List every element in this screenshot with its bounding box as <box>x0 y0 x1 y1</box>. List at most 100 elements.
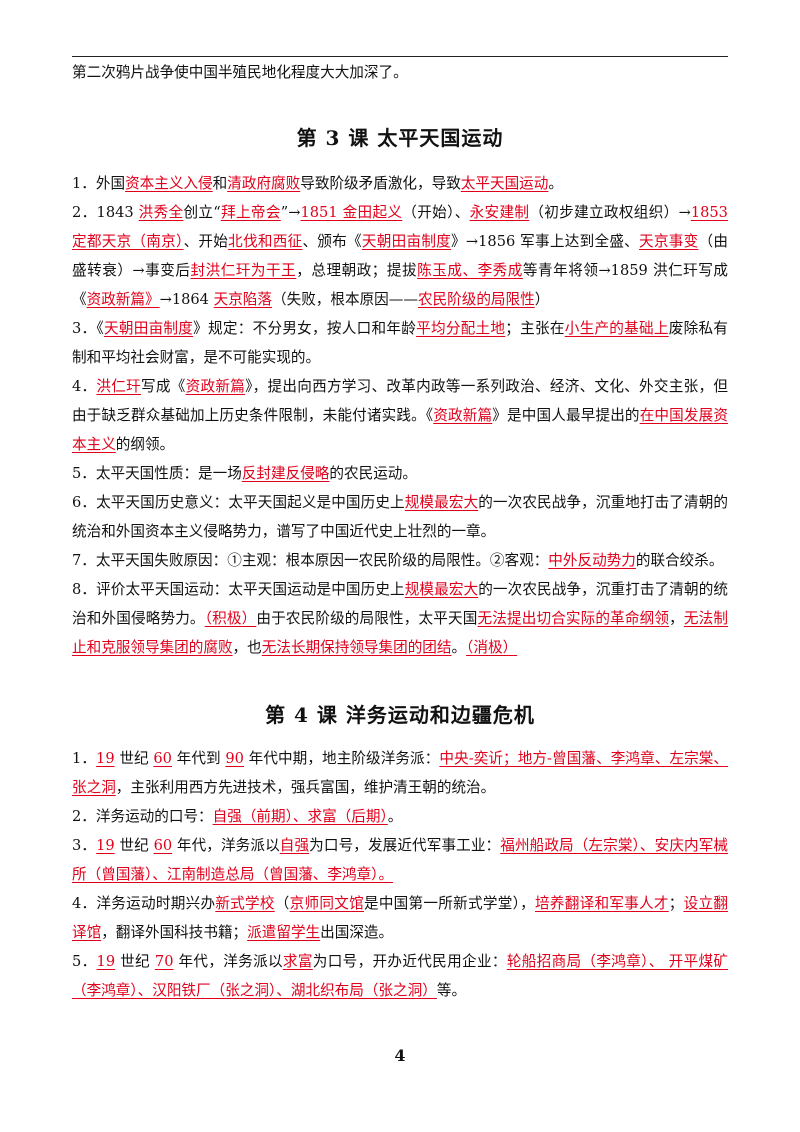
keyword-highlight: 自强（前期）、求富（后期） <box>212 808 388 825</box>
keyword-highlight: 资本主义入侵 <box>125 175 213 192</box>
text-run: 2．1843 <box>72 204 139 221</box>
text-run: ） <box>534 291 550 308</box>
keyword-highlight: 新式学校 <box>215 895 275 912</box>
text-run: ，主张利用西方先进技术，强兵富国，维护清王朝的统治。 <box>115 779 496 796</box>
text-run: 世纪 <box>114 837 154 854</box>
text-run: 。 <box>387 808 403 825</box>
text-run: ， <box>669 610 684 627</box>
text-run: 3． <box>72 837 97 854</box>
text-run: （初步建立政权组织）→ <box>529 204 691 221</box>
keyword-highlight: 90 <box>225 750 244 767</box>
text-run: 4． <box>72 378 97 395</box>
keyword-highlight: 70 <box>154 953 174 970</box>
keyword-highlight: 60 <box>153 837 173 854</box>
text-run: 由于农民阶级的局限性，太平天国 <box>256 610 478 627</box>
page-number: 4 <box>394 1046 406 1065</box>
keyword-highlight: （积极） <box>204 610 257 627</box>
keyword-highlight: 派遣留学生 <box>247 924 321 941</box>
list-item: 4．洪仁玕写成《资政新篇》，提出向西方学习、改革内政等一系列政治、经济、文化、外… <box>72 372 728 459</box>
text-run: 。 <box>548 175 563 192</box>
text-run: ； <box>668 895 684 912</box>
text-run: 1． <box>72 750 97 767</box>
keyword-highlight: 京师同文馆 <box>289 895 364 912</box>
text-run: 6．太平天国历史意义：太平天国起义是中国历史上 <box>72 494 405 511</box>
text-run: 创立“ <box>183 204 221 221</box>
text-run: 5．太平天国性质：是一场 <box>72 465 242 482</box>
text-run: 废除私有制和平均社会财富，是不可能实现的。 <box>72 320 728 366</box>
text-run: 出国深造。 <box>320 924 394 941</box>
keyword-highlight: 无法长期保持领导集团的团结 <box>261 639 452 656</box>
text-run: 4．洋务运动时期兴办 <box>72 895 216 912</box>
keyword-highlight: 无法制止和克服领导集团的腐败 <box>72 610 728 656</box>
keyword-highlight: 天京陷落 <box>213 291 272 308</box>
text-run: （ <box>274 895 290 912</box>
list-item: 3．19 世纪 60 年代，洋务派以自强为口号，发展近代军事工业：福州船政局（左… <box>72 831 728 889</box>
keyword-highlight: 清政府腐败 <box>227 175 301 192</box>
text-run: 1．外国 <box>72 175 126 192</box>
text-run: 》规定：不分男女，按人口和年龄 <box>193 320 417 337</box>
text-run: 为口号，开办近代民用企业： <box>312 953 507 970</box>
keyword-highlight: 19 <box>96 750 115 767</box>
keyword-highlight: 拜上帝会 <box>220 204 281 221</box>
text-run: （失败，根本原因—— <box>272 291 418 308</box>
text-run: （由盛转衰）→事变后 <box>72 233 728 279</box>
keyword-highlight: 60 <box>153 750 172 767</box>
text-run: 》→1856 军事上达到全盛、 <box>451 233 640 250</box>
text-run: 》，提出向西方学习、改革内政等一系列政治、经济、文化、外交主张，但由于缺乏群众基… <box>72 378 728 424</box>
list-item: 2．1843 洪秀全创立“拜上帝会”→1851 金田起义（开始）、永安建制（初步… <box>72 198 728 314</box>
list-item: 2．洋务运动的口号：自强（前期）、求富（后期）。 <box>72 802 728 831</box>
text-run: ，也 <box>232 639 262 656</box>
keyword-highlight: 无法提出切合实际的革命纲领 <box>477 610 670 627</box>
text-run: 世纪 <box>114 750 154 767</box>
keyword-highlight: 在中国发展资本主义 <box>72 407 728 453</box>
keyword-highlight: 规模最宏大 <box>404 581 479 598</box>
keyword-highlight: 福州船政局（左宗棠）、安庆内军械所（曾国藩）、江南制造总局（曾国藩、李鸿章）。 <box>72 837 729 883</box>
text-run: ；主张在 <box>505 320 565 337</box>
keyword-highlight: 太平天国运动 <box>460 175 549 192</box>
text-run: 8．评价太平天国运动：太平天国运动是中国历史上 <box>72 581 405 598</box>
keyword-highlight: 反封建反侵略 <box>241 465 330 482</box>
text-run: 和 <box>212 175 228 192</box>
text-run: ”→ <box>280 204 301 221</box>
text-run: 2．洋务运动的口号： <box>72 808 213 825</box>
keyword-highlight: 19 <box>96 837 115 854</box>
text-run: 的农民运动。 <box>329 465 417 482</box>
list-item: 3．《天朝田亩制度》规定：不分男女，按人口和年龄平均分配土地；主张在小生产的基础… <box>72 314 728 372</box>
text-run: 等。 <box>436 982 467 999</box>
keyword-highlight: 1851 金田起义 <box>300 204 403 221</box>
keyword-highlight: 1853 定都天京（南京） <box>72 204 728 250</box>
text-run: 、开始 <box>183 233 229 250</box>
list-item: 8．评价太平天国运动：太平天国运动是中国历史上规模最宏大的一次农民战争，沉重打击… <box>72 575 728 662</box>
keyword-highlight: 轮船招商局（李鸿章）、 开平煤矿（李鸿章）、汉阳铁厂（张之洞）、湖北织布局（张之… <box>72 953 729 999</box>
text-run: ，总理朝政；提拔 <box>296 262 418 279</box>
keyword-highlight: 平均分配土地 <box>416 320 506 337</box>
text-run: 年代，洋务派以 <box>173 953 283 970</box>
keyword-highlight: 洪仁玕 <box>96 378 142 395</box>
text-run: 5． <box>72 953 97 970</box>
text-run: 年代中期，地主阶级洋务派： <box>243 750 440 767</box>
keyword-highlight: 天朝田亩制度 <box>103 320 194 337</box>
keyword-highlight: 资政新篇》 <box>86 291 160 308</box>
text-run: 的一次农民战争，沉重地打击了清朝的统治和外国资本主义侵略势力，谱写了中国近代史上… <box>72 494 728 540</box>
keyword-highlight: 中外反动势力 <box>548 552 636 569</box>
text-run: 7．太平天国失败原因：①主观：根本原因一农民阶级的局限性。②客观： <box>72 552 549 569</box>
keyword-highlight: 洪秀全 <box>138 204 184 221</box>
keyword-highlight: 陈玉成、李秀成 <box>417 262 523 279</box>
keyword-highlight: 设立翻译馆 <box>72 895 728 941</box>
keyword-highlight: 19 <box>96 953 116 970</box>
text-run: 的联合绞杀。 <box>635 552 724 569</box>
keyword-highlight: 中央-奕䜣；地方-曾国藩、李鸿章、左宗棠、张之洞 <box>72 750 728 796</box>
text-run: 为口号，发展近代军事工业： <box>309 837 501 854</box>
text-run: 、颁布《 <box>302 233 362 250</box>
section-title: 第 3 课 太平天国运动 <box>296 126 504 150</box>
text-run: 的一次农民战争，沉重打击了清朝的统治和外国侵略势力。 <box>72 581 728 627</box>
text-run: 等青年将领→1859 洪仁玕写成《 <box>72 262 728 308</box>
list-item: 7．太平天国失败原因：①主观：根本原因一农民阶级的局限性。②客观：中外反动势力的… <box>72 546 728 575</box>
keyword-highlight: 求富 <box>282 953 313 970</box>
text-run: 年代到 <box>171 750 226 767</box>
text-run: 年代，洋务派以 <box>172 837 280 854</box>
list-item: 6．太平天国历史意义：太平天国起义是中国历史上规模最宏大的一次农民战争，沉重地打… <box>72 488 728 546</box>
keyword-highlight: 自强 <box>279 837 310 854</box>
